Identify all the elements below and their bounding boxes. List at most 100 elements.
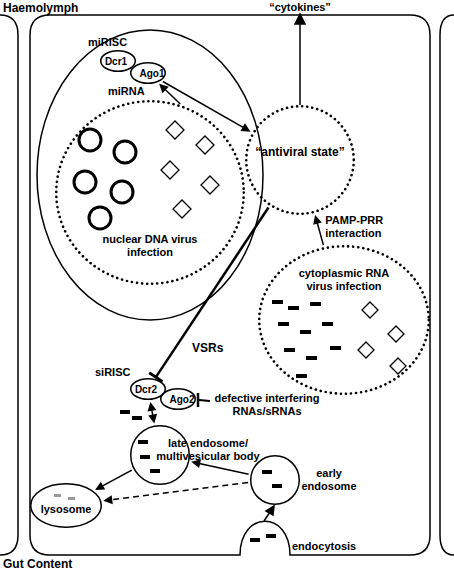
node-outline xyxy=(31,484,102,528)
connector-line xyxy=(152,409,153,417)
arrow-connector xyxy=(103,483,248,505)
lysosome-ellipse: lysosome xyxy=(30,483,102,528)
node-outline xyxy=(251,456,300,505)
text-label: VSRs xyxy=(192,342,223,355)
viral-protein xyxy=(161,161,179,179)
endosome-circle: early endosome xyxy=(250,455,300,505)
node-outline xyxy=(101,51,136,72)
dsrna xyxy=(300,330,311,334)
arrow-head xyxy=(240,123,250,131)
degraded-rna xyxy=(54,494,61,497)
viral-protein xyxy=(390,358,406,374)
arrow-connector xyxy=(159,84,180,104)
node-text: Dcr1 xyxy=(102,55,130,68)
arrow-head xyxy=(95,482,105,490)
node-outline xyxy=(131,63,166,84)
cytokine-arrow xyxy=(299,22,301,105)
arrow-connector xyxy=(313,215,323,245)
dna-virions xyxy=(74,129,136,229)
dsrna xyxy=(266,534,276,538)
infection-region: cytoplasmic RNA virus infection xyxy=(258,245,430,395)
dsrna xyxy=(322,322,333,326)
viral-protein xyxy=(201,176,219,194)
connector-line xyxy=(164,89,180,104)
dsrna xyxy=(120,410,130,414)
degraded-rna xyxy=(54,494,75,500)
node-outline xyxy=(161,389,196,410)
node-text: late endosome/ multivesicular body xyxy=(152,437,264,463)
arrow-head xyxy=(148,414,157,424)
text-label: siRISC xyxy=(95,366,130,379)
dsrna xyxy=(330,346,341,350)
arrow-connector xyxy=(95,470,132,490)
dsrna xyxy=(306,356,317,360)
text-label: Haemolymph xyxy=(3,2,78,15)
arrow-connector xyxy=(148,402,158,424)
viral-protein xyxy=(196,136,214,154)
arrow-head xyxy=(159,84,169,93)
inhibition-bar xyxy=(197,393,200,407)
arrow-head xyxy=(295,14,305,24)
text-label: defective interfering RNAs/sRNAs xyxy=(208,392,326,418)
node-text: Ago1 xyxy=(138,67,166,80)
arrow-head xyxy=(148,402,157,412)
text-label: miRNA xyxy=(108,85,145,98)
node-outline xyxy=(245,105,355,215)
node-text: Ago2 xyxy=(168,393,196,406)
viral-protein xyxy=(388,326,404,342)
protein-ellipse: Ago2 xyxy=(160,388,196,410)
protein-ellipse: Dcr1 xyxy=(100,50,136,72)
dsrna xyxy=(150,469,160,473)
dsrna-fragments xyxy=(120,300,341,542)
protein-ellipse: Ago1 xyxy=(130,62,166,84)
text-label: Gut Content xyxy=(3,558,72,571)
dsrna xyxy=(288,306,299,310)
viral-protein xyxy=(362,302,378,318)
node-text: early endosome xyxy=(300,467,358,493)
connector-line xyxy=(317,222,323,245)
connector-line xyxy=(198,463,249,474)
degraded-rna xyxy=(68,497,75,500)
connector-line xyxy=(110,483,248,500)
inhibition-line xyxy=(199,400,210,401)
arrow-head xyxy=(313,215,322,225)
node-outline xyxy=(250,455,300,505)
viral-protein xyxy=(173,200,191,218)
node-text: cytoplasmic RNA virus infection xyxy=(289,267,399,293)
dsrna xyxy=(278,322,289,326)
neighbour-cell xyxy=(440,15,454,555)
connector-line xyxy=(101,470,132,486)
text-label: miRISC xyxy=(88,36,127,49)
dsrna xyxy=(132,416,142,420)
dna-virion xyxy=(114,141,136,163)
viral-proteins xyxy=(161,121,406,374)
dsrna xyxy=(140,455,150,459)
dsrna xyxy=(138,440,148,444)
dsrna xyxy=(296,374,307,378)
connector-line xyxy=(163,82,245,129)
dsrna xyxy=(272,300,283,304)
endosome-circle: late endosome/ multivesicular body xyxy=(130,425,190,485)
text-label: “cytokines” xyxy=(268,1,332,14)
dsrna xyxy=(284,348,295,352)
dna-virion xyxy=(74,171,96,193)
neighbour-cell xyxy=(0,15,18,555)
node-outline xyxy=(259,246,429,394)
dna-virion xyxy=(89,207,111,229)
node-outline xyxy=(56,101,244,284)
arrow-head xyxy=(103,495,112,504)
nucleus xyxy=(37,30,263,320)
node-outline xyxy=(246,106,354,214)
dsrna xyxy=(250,538,260,542)
viral-protein xyxy=(358,342,374,358)
dsrna xyxy=(272,484,282,488)
cell-membrane xyxy=(30,15,430,555)
node-outline xyxy=(131,379,166,400)
node-text: “antiviral state” xyxy=(250,146,350,159)
connector-line xyxy=(156,207,269,377)
text-label: endocytosis xyxy=(292,540,356,553)
viral-protein xyxy=(166,121,184,139)
